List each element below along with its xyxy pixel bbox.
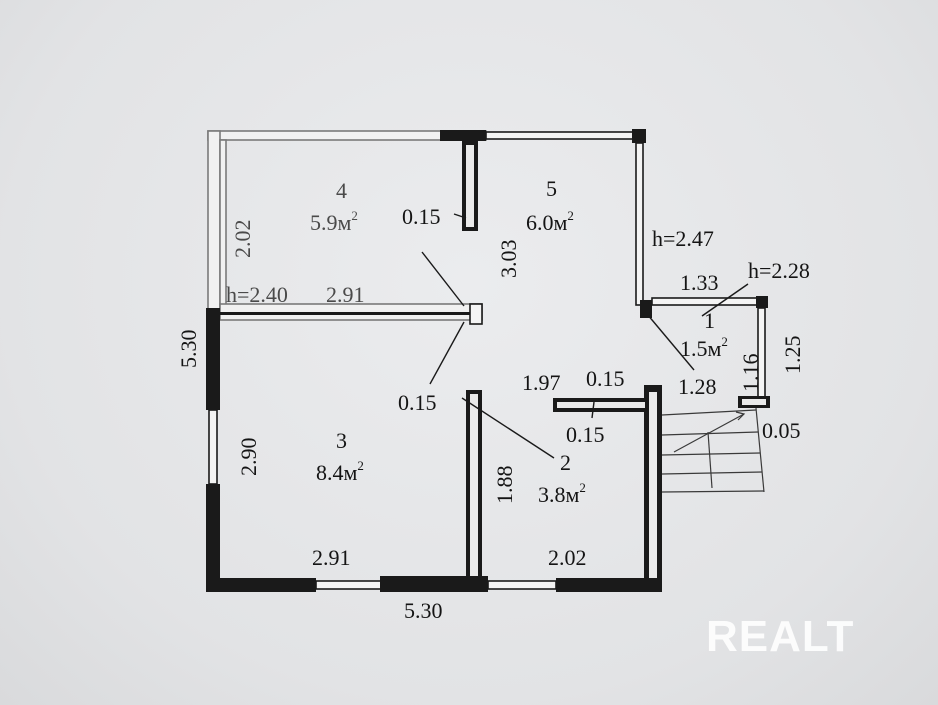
realt-watermark: REALT xyxy=(706,612,855,661)
wall-bottom-middle xyxy=(380,576,488,592)
dim-116: 1.16 xyxy=(738,354,763,393)
window-bottom-right xyxy=(487,580,557,590)
dim-303: 3.03 xyxy=(496,240,521,279)
partition-end xyxy=(469,303,483,325)
dim-290: 2.90 xyxy=(236,438,261,477)
dim-015-d: 0.15 xyxy=(566,422,605,447)
wall-left-room3-upper xyxy=(206,308,220,410)
room1-area: 1.5м2 xyxy=(680,334,728,361)
window-left-room3 xyxy=(208,409,218,485)
walls xyxy=(206,129,770,592)
dim-015-c: 0.15 xyxy=(586,366,625,391)
room4-number: 4 xyxy=(336,178,347,203)
dim-h247: h=2.47 xyxy=(652,226,714,251)
dim-005: 0.05 xyxy=(762,418,801,443)
wall-bottom-left xyxy=(206,578,316,592)
staircase xyxy=(661,407,765,493)
dim-015-b: 0.15 xyxy=(398,390,437,415)
room2-number: 2 xyxy=(560,450,571,475)
dim-h228: h=2.28 xyxy=(748,258,810,283)
wall-left-room4 xyxy=(207,130,221,312)
dim-125: 1.25 xyxy=(780,336,805,375)
dim-202-bottom: 2.02 xyxy=(548,545,587,570)
window-top-room5 xyxy=(485,131,639,140)
room4-area: 5.9м2 xyxy=(310,208,358,235)
room2-area: 3.8м2 xyxy=(538,480,586,507)
wall-top-room4-solid xyxy=(440,130,486,141)
window-room1-top xyxy=(651,297,761,306)
window-bottom-left xyxy=(315,580,383,590)
leader-lines xyxy=(421,213,749,459)
column-room5-bottom xyxy=(640,300,652,318)
dim-188: 1.88 xyxy=(492,466,517,505)
dim-197: 1.97 xyxy=(522,370,561,395)
dim-left-530: 5.30 xyxy=(176,330,201,369)
room-labels: 4 5.9м2 5 6.0м2 3 8.4м2 2 3.8м2 1 1.5м2 xyxy=(310,176,728,507)
wall-bottom-right xyxy=(556,578,662,592)
window-right-room5 xyxy=(635,142,644,306)
dim-291-top: 2.91 xyxy=(326,282,365,307)
dim-202-left: 2.02 xyxy=(230,220,255,259)
room1-number: 1 xyxy=(704,308,715,333)
dim-133: 1.33 xyxy=(680,270,719,295)
dim-128: 1.28 xyxy=(678,374,717,399)
column-room1 xyxy=(756,296,768,308)
room5-number: 5 xyxy=(546,176,557,201)
room5-area: 6.0м2 xyxy=(526,208,574,235)
corner-column-top-right xyxy=(632,129,646,143)
dim-h240: h=2.40 xyxy=(226,282,288,307)
dim-bottom-530: 5.30 xyxy=(404,598,443,623)
dim-291-bottom: 2.91 xyxy=(312,545,351,570)
dim-015-a: 0.15 xyxy=(402,204,441,229)
partition-room4-room3-line xyxy=(220,312,482,315)
dimension-labels: 5.30 5.30 2.02 h=2.40 2.91 0.15 3.03 h=2… xyxy=(176,204,810,623)
wall-left-room3-lower xyxy=(206,484,220,592)
room3-number: 3 xyxy=(336,428,347,453)
room3-area: 8.4м2 xyxy=(316,458,364,485)
